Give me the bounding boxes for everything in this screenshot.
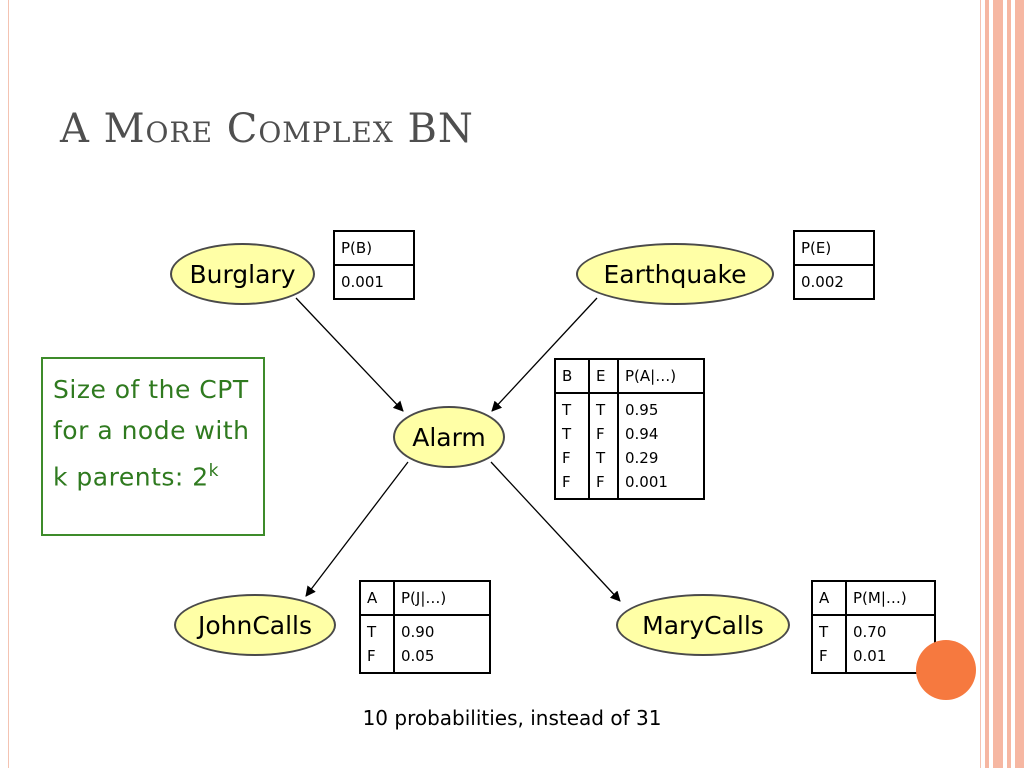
cpt-alarm: B E P(A|…) T T F F T F T F 0.95 0.94 0.2… — [554, 358, 705, 500]
cpt-m-p-row2: 0.01 — [853, 647, 887, 665]
cpt-johncalls: A P(J|…) T F 0.90 0.05 — [359, 580, 491, 674]
cpt-j-p-row2: 0.05 — [401, 647, 435, 665]
cpt-e-value: 0.002 — [801, 273, 844, 291]
cpt-size-note-exponent: k — [208, 461, 220, 481]
cpt-marycalls: A P(M|…) T F 0.70 0.01 — [811, 580, 936, 674]
footer-caption: 10 probabilities, instead of 31 — [362, 706, 662, 730]
node-marycalls: MaryCalls — [616, 594, 790, 656]
node-burglary: Burglary — [170, 243, 315, 305]
cpt-m-a-row2: F — [819, 647, 828, 665]
cpt-j-header-a: A — [367, 589, 378, 607]
slide-frame — [8, 0, 981, 768]
cpt-m-header-a: A — [819, 589, 830, 607]
right-stripe-4 — [1015, 0, 1024, 768]
orange-dot-decoration — [916, 640, 976, 700]
cpt-j-header-p: P(J|…) — [401, 589, 447, 607]
cpt-a-p-row4: 0.001 — [625, 473, 668, 491]
cpt-b-value: 0.001 — [341, 273, 384, 291]
cpt-burglary: P(B) 0.001 — [333, 230, 415, 300]
cpt-j-a-row1: T — [367, 623, 377, 641]
cpt-m-a-row1: T — [819, 623, 829, 641]
cpt-a-e-row4: F — [596, 473, 605, 491]
cpt-size-note-text: Size of the CPT for a node with k parent… — [53, 375, 250, 492]
right-stripe-3 — [1007, 0, 1011, 768]
cpt-a-b-row2: T — [562, 425, 572, 443]
right-stripe-1 — [985, 0, 989, 768]
cpt-a-p-row3: 0.29 — [625, 449, 659, 467]
right-stripe-2 — [993, 0, 1003, 768]
cpt-a-b-row3: F — [562, 449, 571, 467]
cpt-size-note: Size of the CPT for a node with k parent… — [41, 357, 265, 536]
node-earthquake: Earthquake — [576, 243, 774, 305]
cpt-a-e-row1: T — [596, 401, 606, 419]
node-alarm: Alarm — [393, 406, 505, 468]
cpt-a-b-row4: F — [562, 473, 571, 491]
cpt-a-p-row1: 0.95 — [625, 401, 659, 419]
cpt-b-header: P(B) — [341, 239, 373, 257]
cpt-a-header-p: P(A|…) — [625, 367, 677, 385]
cpt-a-e-row2: F — [596, 425, 605, 443]
cpt-a-b-row1: T — [562, 401, 572, 419]
cpt-m-p-row1: 0.70 — [853, 623, 887, 641]
cpt-earthquake: P(E) 0.002 — [793, 230, 875, 300]
cpt-m-header-p: P(M|…) — [853, 589, 907, 607]
cpt-e-header: P(E) — [801, 239, 832, 257]
cpt-a-header-e: E — [596, 367, 606, 385]
cpt-j-a-row2: F — [367, 647, 376, 665]
slide-title: A More Complex BN — [60, 106, 474, 152]
cpt-j-p-row1: 0.90 — [401, 623, 435, 641]
node-johncalls: JohnCalls — [174, 594, 336, 656]
cpt-a-p-row2: 0.94 — [625, 425, 659, 443]
cpt-a-header-b: B — [562, 367, 573, 385]
cpt-a-e-row3: T — [596, 449, 606, 467]
